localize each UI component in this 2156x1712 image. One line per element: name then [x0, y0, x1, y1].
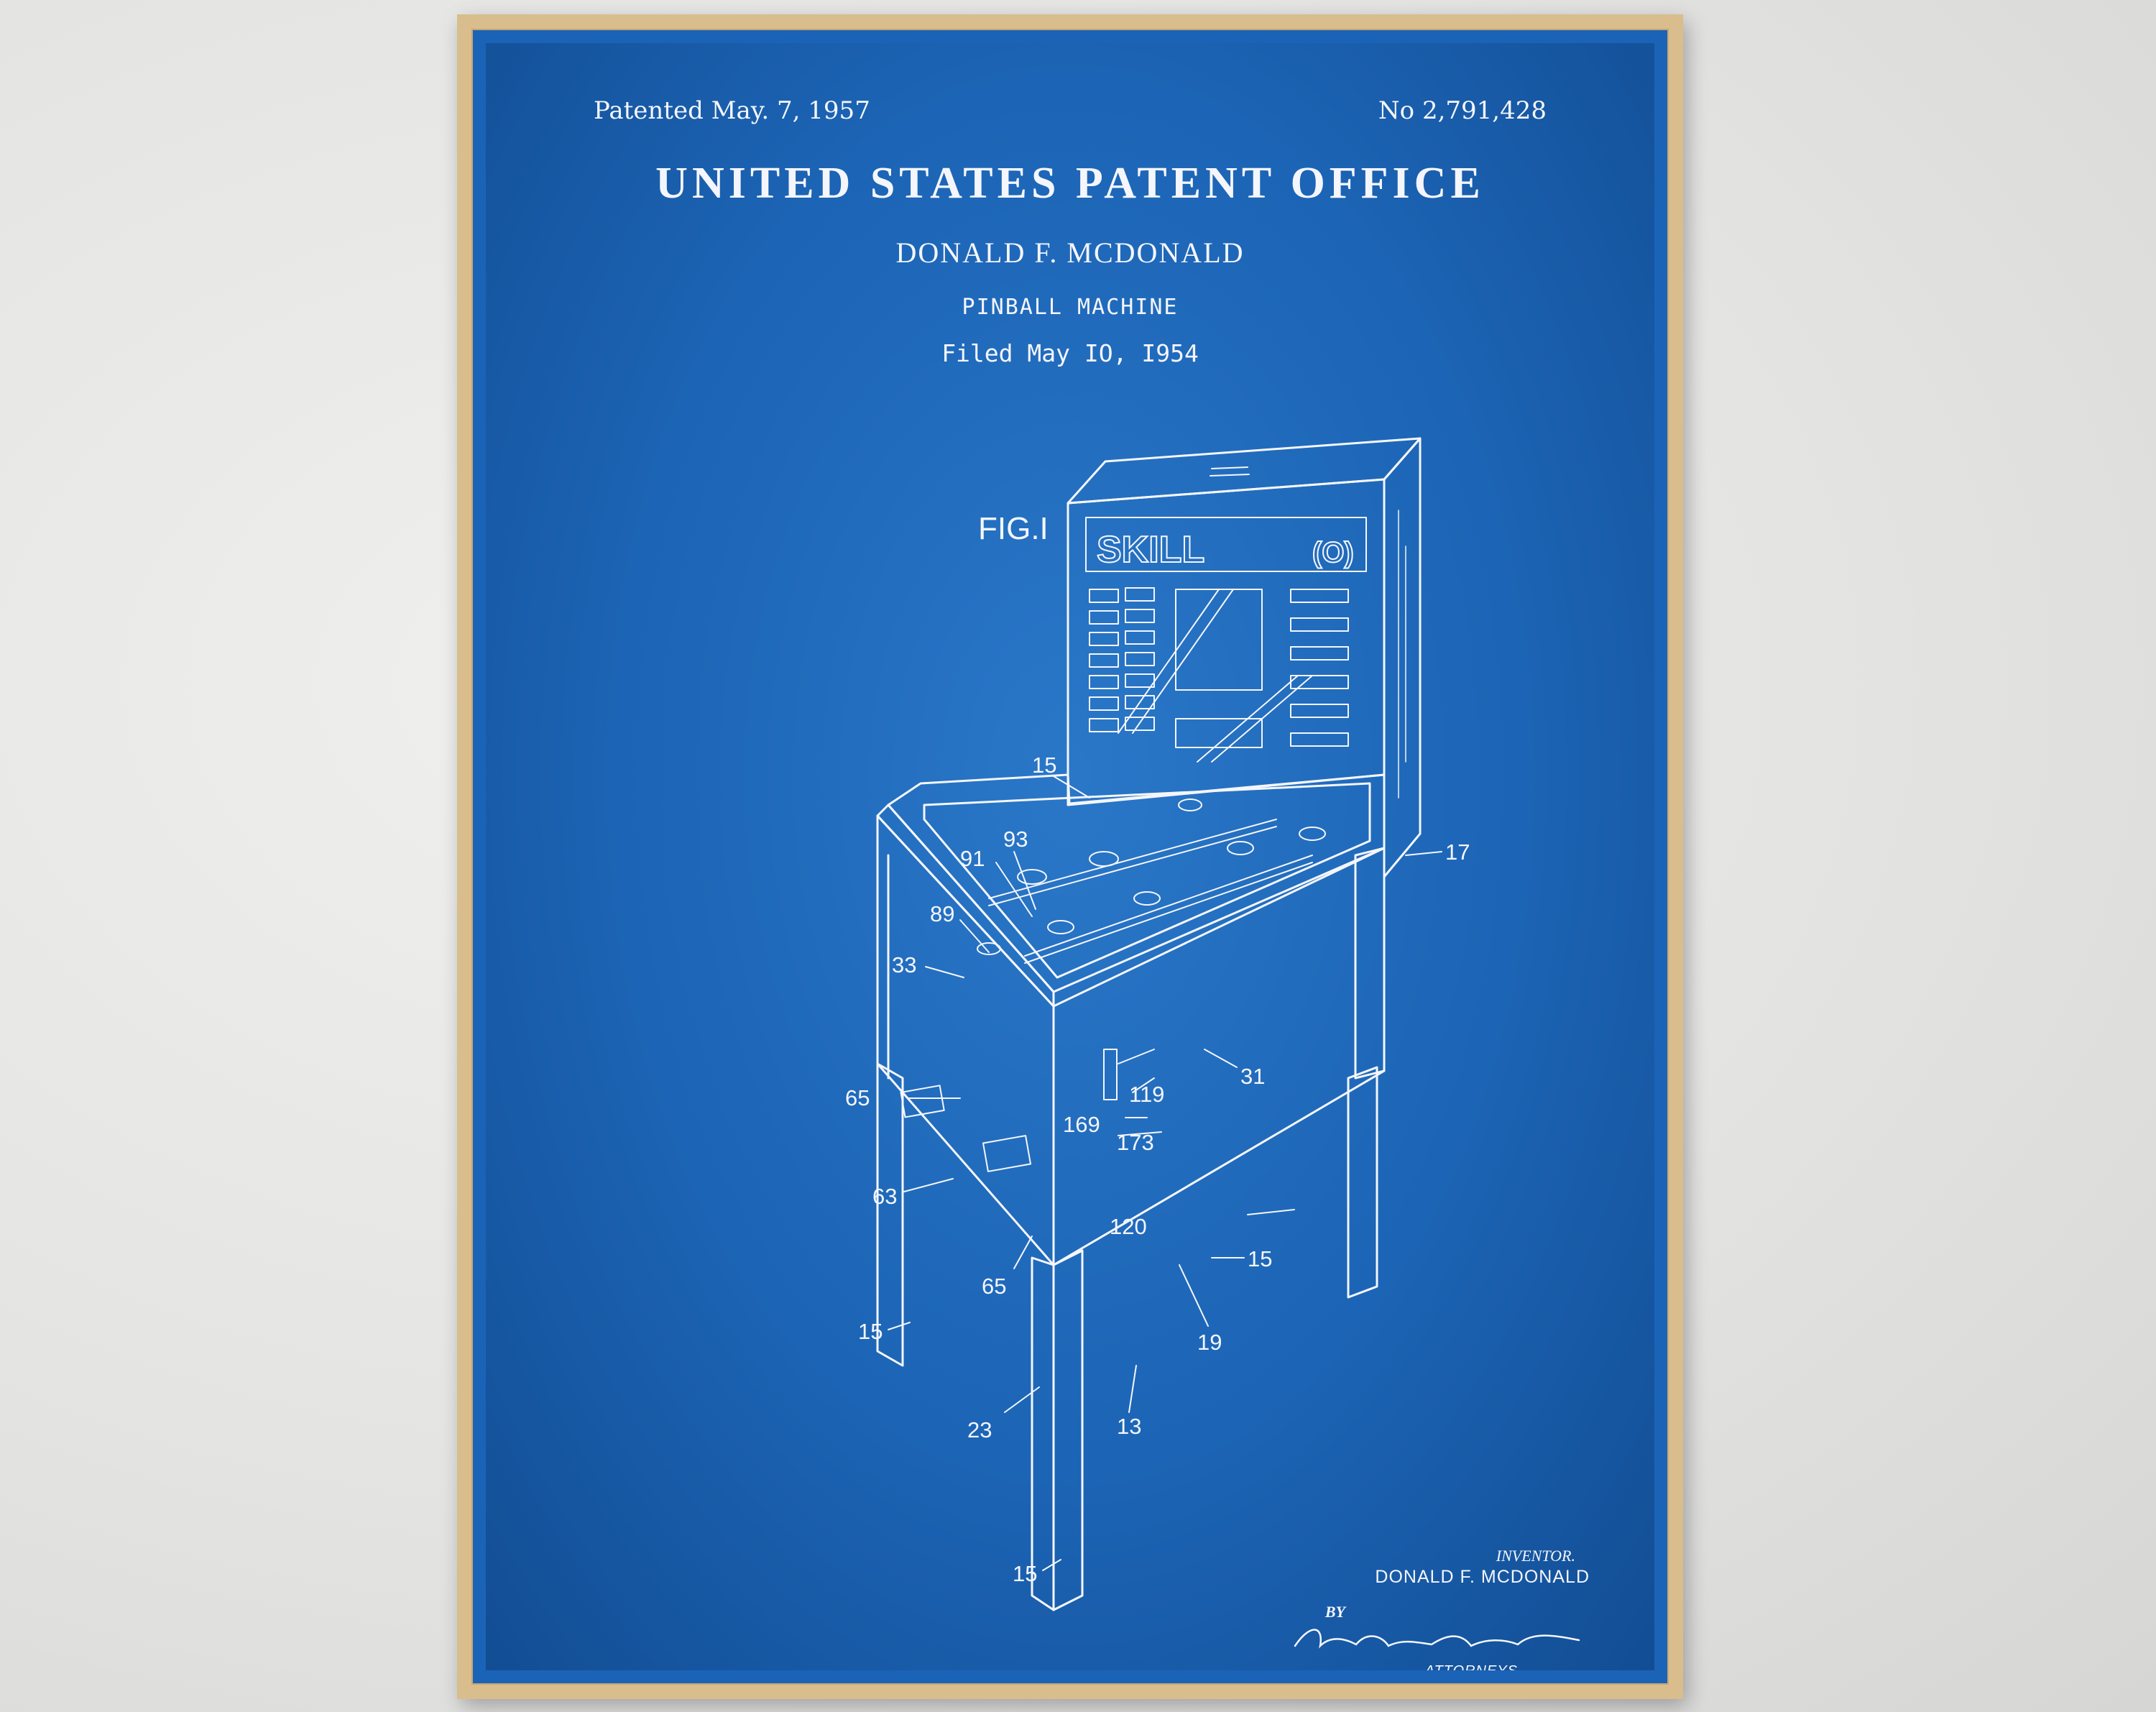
ref-label: 93 [1003, 827, 1028, 852]
filed-date: Filed May IO, I954 [941, 339, 1199, 367]
attorneys-label: ATTORNEYS [1425, 1663, 1518, 1670]
cabinet [876, 814, 1386, 1266]
figure-label: FIG.I [978, 511, 1049, 546]
ref-label: 19 [1197, 1330, 1222, 1355]
ref-label: 15 [858, 1319, 883, 1344]
inventor-heading: DONALD F. MCDONALD [895, 236, 1245, 269]
ref-label: 31 [1240, 1064, 1265, 1089]
ref-label: 65 [982, 1274, 1006, 1299]
ref-label: 173 [1117, 1130, 1154, 1155]
patented-date: Patented May. 7, 1957 [594, 96, 870, 125]
blueprint-poster: Patented May. 7, 1957 No 2,791,428 UNITE… [486, 43, 1654, 1670]
ref-label: 23 [967, 1417, 992, 1442]
by-label: BY [1325, 1603, 1345, 1621]
attorneys-signature [1294, 1629, 1580, 1649]
invention-title: PINBALL MACHINE [962, 295, 1179, 320]
plunger [1103, 1049, 1155, 1100]
reference-leaders [888, 776, 1442, 1571]
ref-label: 17 [1445, 839, 1470, 865]
pinball-machine-drawing: FIG.I SKILL (O) 15 93 91 89 33 65 63 65 … [845, 437, 1470, 1611]
backbox [1067, 437, 1422, 878]
ref-label: 13 [1117, 1414, 1141, 1439]
poster-frame: Patented May. 7, 1957 No 2,791,428 UNITE… [457, 14, 1683, 1699]
ref-label: 33 [892, 952, 916, 977]
ref-label: 15 [1013, 1561, 1037, 1586]
inventor-label: INVENTOR. [1496, 1547, 1575, 1565]
backbox-skill-text: SKILL [1097, 529, 1204, 571]
playfield [876, 773, 1386, 1008]
ref-label: 119 [1129, 1082, 1164, 1107]
ref-label: 120 [1110, 1214, 1147, 1239]
ref-label: 63 [872, 1184, 897, 1209]
ref-label: 89 [930, 901, 954, 926]
ref-label: 65 [845, 1085, 870, 1110]
ref-label: 91 [960, 846, 985, 871]
ref-label: 15 [1248, 1246, 1272, 1271]
ref-label: 169 [1063, 1112, 1100, 1137]
patent-office-heading: UNITED STATES PATENT OFFICE [655, 159, 1485, 208]
ref-label: 15 [1032, 753, 1056, 778]
inventor-name: DONALD F. MCDONALD [1375, 1567, 1590, 1587]
legs [876, 847, 1386, 1611]
patent-number: No 2,791,428 [1378, 96, 1547, 125]
backbox-suffix-text: (O) [1312, 537, 1354, 569]
